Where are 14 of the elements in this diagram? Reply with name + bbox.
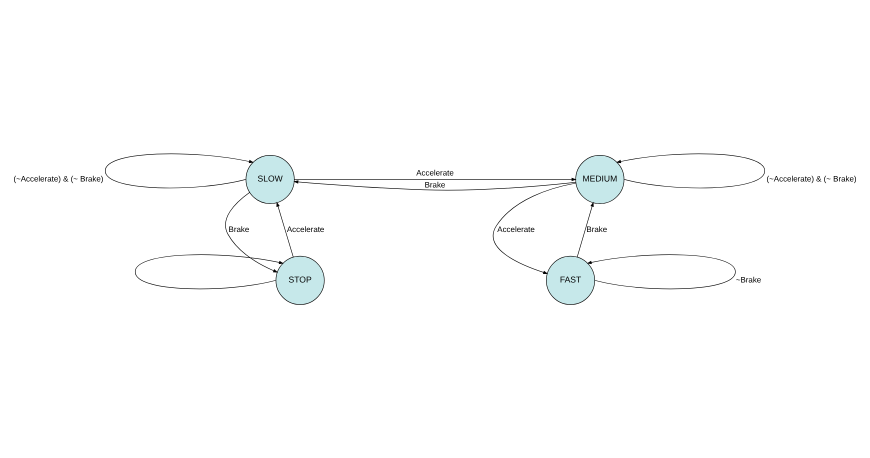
arrow xyxy=(104,153,254,188)
arrow xyxy=(225,192,278,273)
arrow xyxy=(586,254,736,290)
arrow xyxy=(293,180,576,190)
node-circle: STOP xyxy=(276,256,325,305)
node-circle: FAST xyxy=(546,256,595,305)
arrow xyxy=(276,202,294,258)
node-circle: SLOW xyxy=(246,154,295,204)
arrow xyxy=(294,178,577,182)
arrow xyxy=(492,182,576,274)
arrow xyxy=(134,254,284,290)
arrow xyxy=(576,202,594,258)
node-circle: MEDIUM xyxy=(575,154,624,204)
arrow xyxy=(616,153,766,188)
